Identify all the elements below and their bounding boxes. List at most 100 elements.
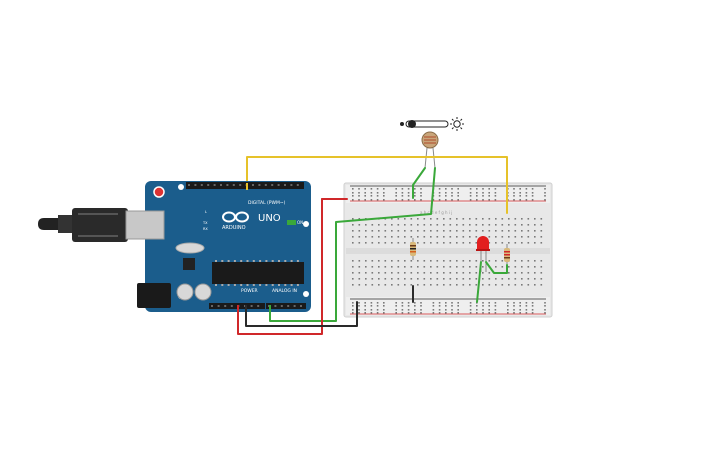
breadboard-hole	[482, 260, 484, 262]
breadboard-rail-hole	[519, 199, 521, 201]
breadboard-rail-hole	[401, 302, 404, 304]
breadboard-hole	[449, 236, 452, 238]
arduino-uno-board[interactable]: DIGITAL (PWM~) UNO ARDUINO TX RX L ON PO…	[125, 181, 311, 312]
breadboard-rail-hole	[457, 192, 459, 194]
wire-black-gnd[interactable]	[245, 301, 358, 327]
breadboard-rail-hole	[370, 192, 373, 194]
wires[interactable]	[237, 156, 508, 335]
breadboard-hole	[495, 260, 497, 262]
header-pin	[271, 184, 274, 186]
breadboard-hole	[423, 242, 426, 244]
breadboard-hole	[540, 230, 543, 232]
breadboard-hole	[521, 266, 523, 268]
wire-red-5v[interactable]	[237, 198, 323, 335]
wire-green-to-a0[interactable]	[269, 167, 436, 322]
wire-green-led[interactable]	[476, 261, 482, 303]
breadboard-rail-hole	[438, 312, 441, 314]
breadboard-rail-hole	[488, 192, 490, 194]
breadboard-hole	[443, 224, 445, 226]
voltage-regulator	[183, 258, 195, 270]
breadboard-hole	[449, 278, 452, 280]
breadboard-rail-hole	[445, 305, 447, 307]
wire-green-led-resistor[interactable]	[485, 261, 508, 274]
l-label: L	[205, 210, 207, 214]
breadboard-hole	[534, 284, 536, 286]
breadboard-hole	[495, 284, 497, 286]
breadboard-rail-hole	[531, 302, 534, 304]
wire-green-photoresistor[interactable]	[412, 167, 426, 199]
analog-label: ANALOG IN	[272, 288, 297, 294]
breadboard-rail-hole	[352, 195, 354, 197]
analog-header[interactable]	[266, 303, 306, 309]
breadboard-hole	[534, 230, 536, 232]
breadboard-rail-hole	[519, 312, 521, 314]
chip-pin	[240, 284, 243, 286]
breadboard-hole	[391, 236, 393, 238]
breadboard-hole	[410, 278, 413, 280]
breadboard-hole	[358, 224, 361, 226]
header-pin	[296, 184, 299, 186]
resistor-left[interactable]	[410, 238, 416, 260]
breadboard-rail-hole	[469, 199, 472, 201]
breadboard-rail-hole	[420, 309, 422, 311]
resistor-right[interactable]	[504, 244, 510, 266]
breadboard-rail-hole	[507, 309, 509, 311]
breadboard-rail-hole	[401, 305, 404, 307]
breadboard-hole	[417, 236, 419, 238]
breadboard-hole	[391, 272, 393, 274]
slider-thumb-icon[interactable]	[408, 120, 416, 128]
breadboard-rail-hole	[513, 312, 515, 314]
breadboard-rail-hole	[488, 305, 490, 307]
breadboard-rail-hole	[476, 188, 478, 190]
breadboard-hole	[423, 224, 426, 226]
breadboard-rail-hole	[420, 192, 422, 194]
breadboard-rail-hole	[364, 305, 366, 307]
breadboard-hole	[469, 266, 471, 268]
breadboard-hole	[501, 218, 504, 220]
slider-track[interactable]	[405, 120, 449, 128]
breadboard-rail-hole	[370, 312, 373, 314]
header-pin	[232, 184, 235, 186]
breadboard-rail-hole	[476, 192, 478, 194]
breadboard-hole	[443, 272, 445, 274]
breadboard-rail-hole	[451, 199, 453, 201]
photoresistor[interactable]	[421, 131, 439, 169]
breadboard-rail-hole	[476, 305, 478, 307]
breadboard-hole	[527, 218, 530, 220]
header-pin	[284, 184, 286, 186]
breadboard-hole	[430, 224, 432, 226]
breadboard-rail-hole	[370, 199, 373, 201]
breadboard-holes[interactable]	[352, 188, 546, 314]
breadboard-rail-hole	[414, 305, 416, 307]
breadboard-hole	[449, 260, 452, 262]
wire-ends-on-board	[237, 183, 271, 312]
breadboard-hole	[371, 266, 374, 268]
breadboard[interactable]: a b c d e f g h i j	[343, 182, 553, 318]
breadboard-rail-hole	[445, 302, 447, 304]
led-red[interactable]	[476, 236, 490, 272]
header-pin	[194, 184, 197, 186]
breadboard-hole	[391, 284, 393, 286]
breadboard-rail-hole	[451, 309, 453, 311]
wire-yellow[interactable]	[246, 156, 508, 214]
breadboard-hole	[443, 230, 445, 232]
breadboard-rail-hole	[383, 192, 385, 194]
breadboard-rail-hole	[457, 188, 459, 190]
breadboard-hole	[449, 218, 452, 220]
breadboard-hole	[534, 236, 536, 238]
chip-pin	[278, 284, 280, 286]
breadboard-hole	[410, 272, 413, 274]
breadboard-hole	[449, 242, 452, 244]
breadboard-hole	[378, 278, 380, 280]
digital-header[interactable]	[186, 182, 304, 189]
breadboard-hole	[417, 242, 419, 244]
breadboard-hole	[469, 236, 471, 238]
reset-button[interactable]	[153, 186, 165, 198]
breadboard-rail-hole	[376, 195, 379, 197]
breadboard-rail-hole	[494, 188, 497, 190]
photoresistor-light-slider[interactable]	[400, 117, 464, 131]
breadboard-rail-hole	[525, 305, 528, 307]
breadboard-hole	[365, 230, 367, 232]
